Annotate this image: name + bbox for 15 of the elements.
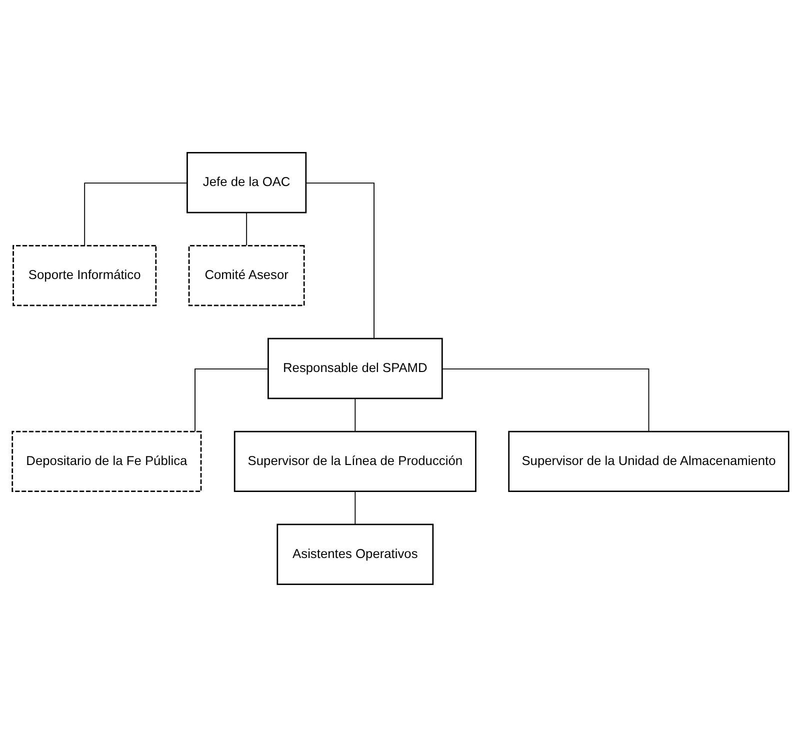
node-box: Depositario de la Fe Pública: [12, 430, 202, 492]
connector: [246, 212, 248, 246]
node-box: Supervisor de la Línea de Producción: [234, 430, 476, 492]
node-box: Supervisor de la Unidad de Almacenamiento: [508, 430, 790, 492]
node-box: Soporte Informático: [12, 244, 157, 306]
connector: [354, 398, 356, 432]
connector: [442, 368, 650, 432]
node-box: Asistentes Operativos: [276, 524, 434, 586]
node-box: Comité Asesor: [188, 244, 305, 306]
connector: [194, 368, 269, 432]
node-box: Jefe de la OAC: [186, 152, 307, 214]
node-box: Responsable del SPAMD: [268, 338, 443, 400]
connector: [306, 182, 374, 339]
connector: [84, 182, 188, 246]
connector: [354, 490, 356, 525]
